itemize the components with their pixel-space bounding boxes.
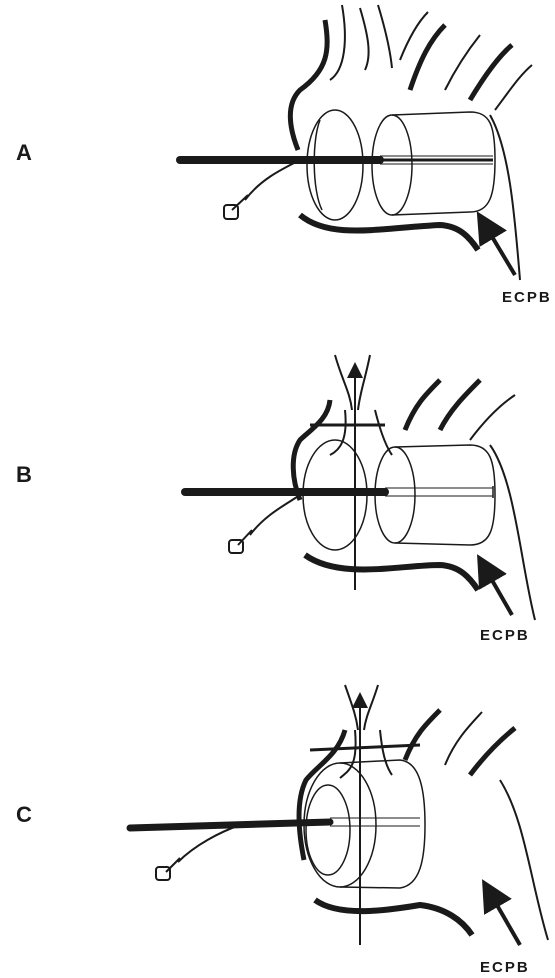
aortic-arch-c [299, 685, 548, 940]
inflation-port-b [229, 495, 300, 553]
catheter-b [185, 486, 493, 498]
ecpb-arrow-a [485, 225, 515, 275]
inflation-port-a [224, 160, 300, 219]
panel-c: C [16, 685, 548, 976]
ecpb-label-a: ECPB [502, 289, 552, 306]
panel-c-label: C [16, 802, 32, 827]
ecpb-label-b: ECPB [480, 627, 530, 644]
catheter-a [180, 156, 493, 164]
balloon-a [307, 110, 495, 220]
panel-b: B [16, 355, 535, 644]
inflation-port-c [156, 825, 240, 880]
panel-a-label: A [16, 140, 32, 165]
aortic-arch-a [290, 5, 532, 280]
ecpb-label-c: ECPB [480, 959, 530, 976]
ecpb-arrow-c [490, 893, 520, 945]
ecpb-arrow-b [485, 568, 512, 615]
panel-a: A [16, 5, 552, 306]
guidewire-b [310, 370, 385, 590]
panel-b-label: B [16, 462, 32, 487]
